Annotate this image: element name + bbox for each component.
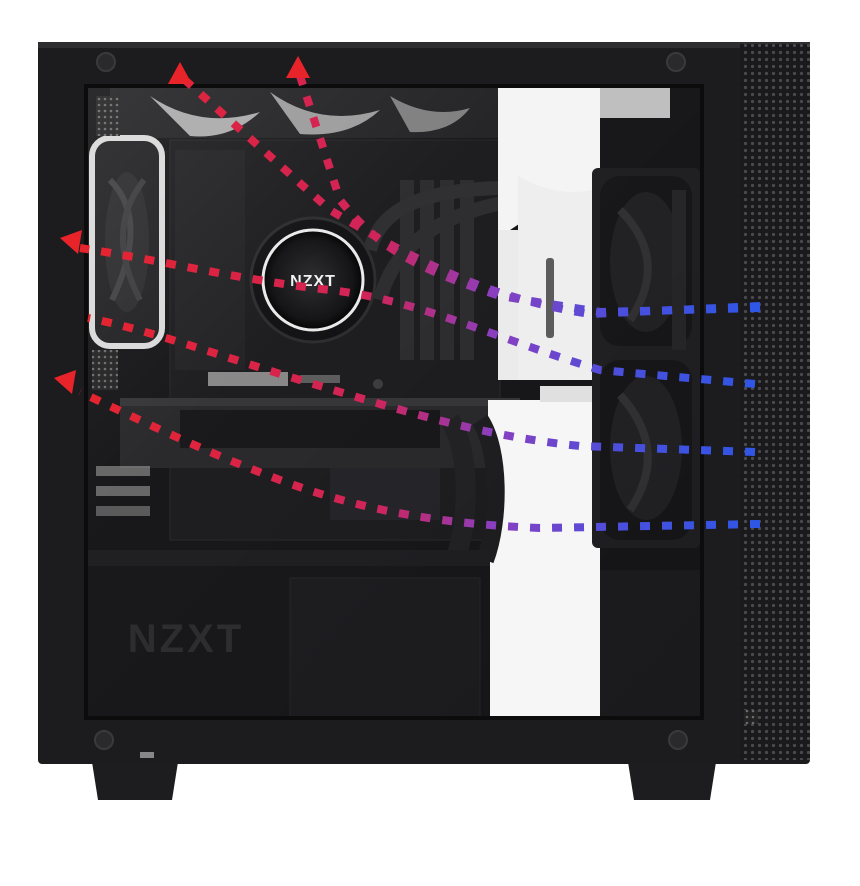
thumbscrew-icon xyxy=(94,730,114,750)
airflow-path xyxy=(87,314,756,456)
arrow-left-icon xyxy=(54,370,76,394)
case-feet xyxy=(92,762,716,800)
arrow-up-icon xyxy=(168,62,192,84)
arrow-up-icon xyxy=(286,56,310,78)
arrow-left-icon xyxy=(60,230,82,254)
thumbscrew-icon xyxy=(668,730,688,750)
airflow-path xyxy=(182,77,761,319)
glass-panel-frame xyxy=(84,52,758,758)
glass-reflection xyxy=(86,86,702,718)
airflow-overlay xyxy=(78,74,761,533)
thumbscrew-icon xyxy=(96,52,116,72)
case-interior: NZXT xyxy=(86,86,702,719)
airflow-arrowheads xyxy=(54,56,310,394)
airflow-path xyxy=(78,388,761,533)
thumbscrew-icon xyxy=(666,52,686,72)
front-mesh-panel xyxy=(740,44,810,760)
